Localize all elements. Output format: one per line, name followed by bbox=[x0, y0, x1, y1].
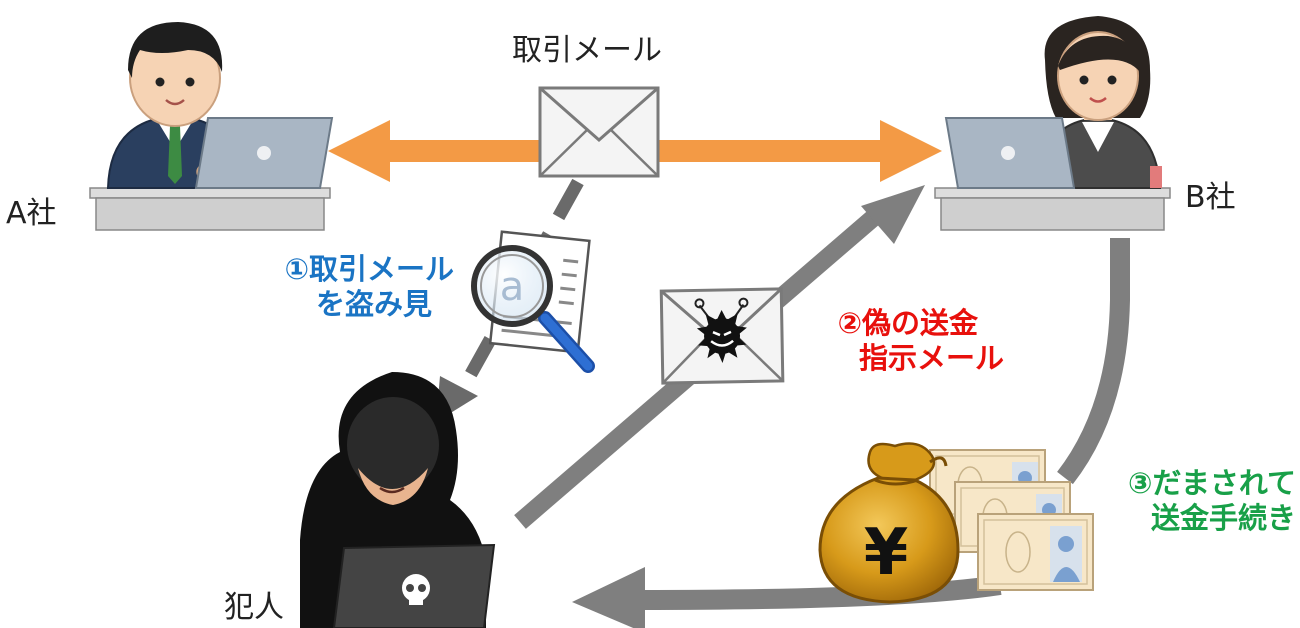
banknote-icon bbox=[929, 449, 1094, 591]
company-a-label: A社 bbox=[6, 196, 57, 231]
step3-label: ③だまされて 送金手続き bbox=[1106, 466, 1296, 536]
step2-label: ②偽の送金 指示メール bbox=[808, 306, 1004, 376]
virus-envelope-icon bbox=[659, 287, 785, 385]
step2-line2: 指示メール bbox=[858, 340, 1004, 375]
magnified-document-icon: a bbox=[471, 230, 595, 373]
skull-laptop-icon bbox=[332, 543, 496, 628]
arrowhead-right bbox=[880, 120, 942, 182]
step1-label: ①取引メール を盗み見 bbox=[262, 252, 454, 322]
laptop-icon bbox=[944, 117, 1076, 189]
step1-line1: ①取引メール bbox=[284, 252, 454, 286]
svg-text:a: a bbox=[500, 264, 525, 310]
money-bag-icon: ¥ bbox=[818, 442, 960, 604]
laptop-icon bbox=[194, 117, 334, 189]
company-a-person bbox=[89, 22, 334, 231]
virus-icon bbox=[694, 297, 749, 363]
mail-title-label: 取引メール bbox=[512, 33, 662, 68]
step3-line1: ③だまされて bbox=[1127, 466, 1296, 500]
arrowhead-left bbox=[328, 120, 390, 182]
envelope-icon bbox=[538, 86, 660, 178]
magnifier-icon: a bbox=[471, 245, 595, 373]
criminal-person bbox=[300, 372, 496, 628]
step1-line2: を盗み見 bbox=[315, 286, 432, 321]
step3-line2: 送金手続き bbox=[1150, 500, 1296, 535]
company-b-label: B社 bbox=[1185, 180, 1236, 215]
svg-text:¥: ¥ bbox=[864, 516, 909, 590]
criminal-label: 犯人 bbox=[224, 590, 284, 625]
step2-line1: ②偽の送金 bbox=[837, 306, 978, 340]
company-b-person bbox=[934, 16, 1171, 231]
